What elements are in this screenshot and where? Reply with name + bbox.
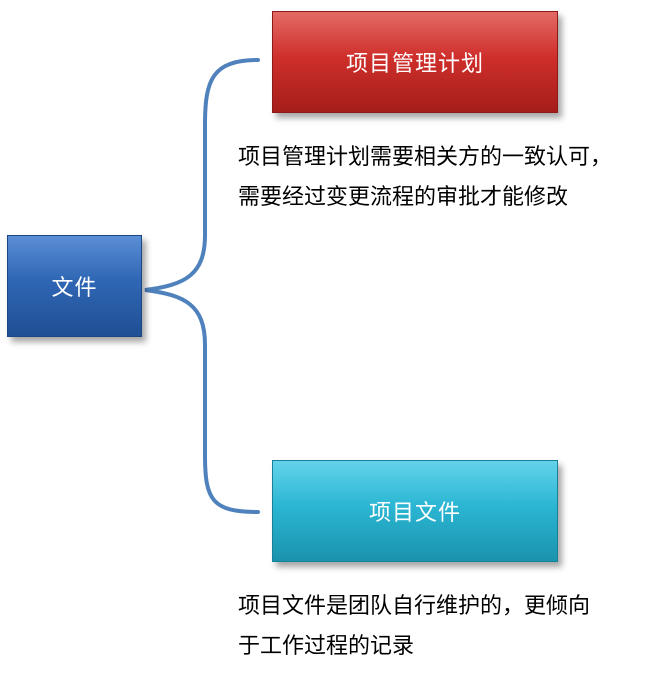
- branch-description-project-management-plan: 项目管理计划需要相关方的一致认可， 需要经过变更流程的审批才能修改: [238, 138, 668, 218]
- branch-node-label: 项目文件: [368, 501, 461, 526]
- branch-node-project-management-plan: 项目管理计划: [272, 11, 558, 113]
- description-line: 项目管理计划需要相关方的一致认可，: [238, 145, 613, 170]
- branch-node-label: 项目管理计划: [345, 52, 484, 77]
- root-node-documents: 文件: [7, 235, 142, 337]
- description-line: 项目文件是团队自行维护的，更倾向: [238, 594, 591, 619]
- description-line: 需要经过变更流程的审批才能修改: [238, 185, 569, 210]
- branch-description-project-documents: 项目文件是团队自行维护的，更倾向 于工作过程的记录: [238, 587, 668, 667]
- connector-path: [144, 58, 260, 514]
- description-line: 于工作过程的记录: [238, 634, 415, 659]
- branch-node-project-documents: 项目文件: [272, 460, 558, 562]
- root-node-label: 文件: [51, 276, 98, 301]
